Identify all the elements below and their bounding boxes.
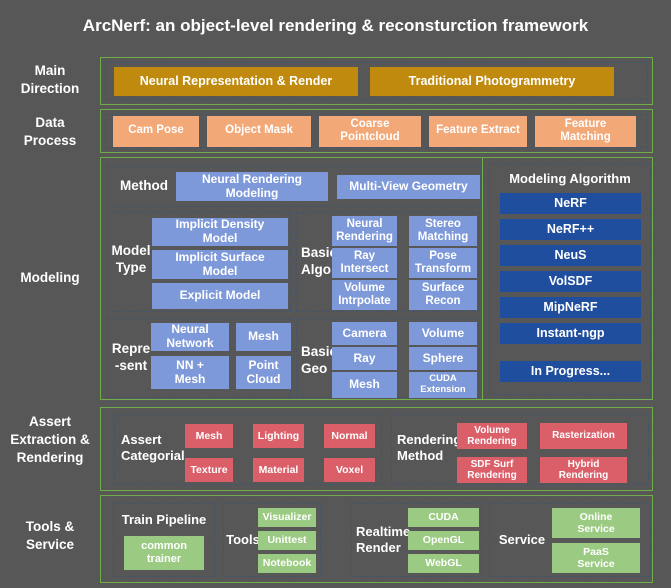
group-label-method: Method	[120, 178, 168, 194]
node-ray-intersect: Ray Intersect	[332, 248, 397, 278]
node-voxel: Voxel	[324, 458, 375, 482]
assert-extraction-section: Assert Categorial Mesh Lighting Normal T…	[100, 407, 653, 491]
main-direction-section: Neural Representation & Render Tradition…	[100, 57, 653, 105]
side-label-modeling: Modeling	[20, 270, 80, 285]
node-cuda-extension: CUDA Extension	[409, 372, 477, 398]
realtime-render-group: Realtime Render CUDA OpenGL WebGL	[351, 503, 482, 577]
node-nerfpp: NeRF++	[500, 219, 641, 240]
node-volume-intrpolate: Volume Intrpolate	[332, 280, 397, 310]
node-coarse-pointcloud: Coarse Pointcloud	[319, 115, 421, 147]
basic-geo-group: Basic Geo Camera Volume Ray Sphere Mesh …	[296, 318, 480, 398]
rendering-method-group: Rendering Method Volume Rendering Raster…	[391, 414, 649, 485]
node-ray: Ray	[332, 347, 397, 370]
node-material: Material	[253, 458, 304, 482]
assert-categorial-group: Assert Categorial Mesh Lighting Normal T…	[114, 414, 382, 485]
diagram-title: ArcNerf: an object-level rendering & rec…	[82, 16, 589, 35]
node-sdf-surf-rendering: SDF Surf Rendering	[457, 457, 527, 483]
model-type-group: Model Type Implicit Density Model Implic…	[107, 212, 291, 312]
node-neural-representation-render: Neural Representation & Render	[114, 66, 358, 96]
node-online-service: Online Service	[552, 508, 640, 538]
group-label-train-pipeline: Train Pipeline	[121, 512, 207, 527]
node-point-cloud: Point Cloud	[236, 356, 291, 389]
group-label-modeling-algorithm: Modeling Algorithm	[509, 171, 631, 186]
group-label-service: Service	[498, 532, 546, 547]
data-process-section: Cam Pose Object Mask Coarse Pointcloud F…	[100, 109, 653, 153]
node-hybrid-rendering: Hybrid Rendering	[540, 457, 627, 483]
node-normal: Normal	[324, 424, 375, 448]
node-implicit-density-model: Implicit Density Model	[152, 217, 288, 246]
node-explicit-model: Explicit Model	[152, 283, 288, 309]
side-label-main-direction: Main Direction	[20, 63, 80, 96]
node-sphere: Sphere	[409, 347, 477, 370]
group-label-assert-categorial: Assert Categorial	[121, 432, 185, 464]
node-instant-ngp: Instant-ngp	[500, 323, 641, 344]
side-label-data-process: Data Process	[23, 115, 77, 148]
node-neural-rendering-modeling: Neural Rendering Modeling	[176, 172, 328, 201]
node-paas-service: PaaS Service	[552, 543, 640, 573]
train-pipeline-group: Train Pipeline common trainer	[113, 503, 215, 577]
node-lighting: Lighting	[253, 424, 304, 448]
node-volume-rendering: Volume Rendering	[457, 423, 527, 449]
node-texture: Texture	[185, 458, 233, 482]
method-group: Method Neural Rendering Modeling Multi-V…	[107, 166, 481, 207]
side-label-tools-service: Tools & Service	[25, 519, 75, 552]
tools-group: Tools Visualizer Unittest Notebook	[223, 503, 321, 577]
node-traditional-photogrammetry: Traditional Photogrammetry	[370, 66, 614, 96]
modeling-divider	[482, 158, 483, 399]
node-nn-mesh: NN + Mesh	[151, 356, 229, 389]
group-label-realtime-render: Realtime Render	[356, 524, 411, 556]
node-nerf: NeRF	[500, 193, 641, 214]
group-label-rendering-method: Rendering Method	[397, 432, 462, 464]
represent-group: Repre -sent Neural Network Mesh NN + Mes…	[107, 318, 291, 398]
group-label-tools: Tools	[226, 532, 260, 547]
node-volume: Volume	[409, 322, 477, 345]
node-mesh-assert: Mesh	[185, 424, 233, 448]
group-label-model-type: Model Type	[111, 243, 151, 275]
node-mesh-geo: Mesh	[332, 372, 397, 398]
node-cuda: CUDA	[408, 508, 479, 527]
node-pose-transform: Pose Transform	[409, 248, 477, 278]
node-feature-matching: Feature Matching	[535, 115, 636, 147]
node-neural-network: Neural Network	[151, 322, 229, 351]
node-object-mask: Object Mask	[207, 115, 311, 147]
node-unittest: Unittest	[258, 531, 316, 550]
node-in-progress: In Progress...	[500, 361, 641, 382]
node-notebook: Notebook	[258, 554, 316, 573]
node-neural-rendering: Neural Rendering	[332, 216, 397, 246]
node-implicit-surface-model: Implicit Surface Model	[152, 250, 288, 279]
node-mesh-represent: Mesh	[236, 323, 291, 351]
modeling-algorithm-group: Modeling Algorithm NeRF NeRF++ NeuS VolS…	[489, 163, 651, 395]
group-label-represent: Repre -sent	[111, 341, 151, 373]
node-opengl: OpenGL	[408, 531, 479, 550]
node-visualizer: Visualizer	[258, 508, 316, 527]
node-camera: Camera	[332, 322, 397, 345]
node-stereo-matching: Stereo Matching	[409, 216, 477, 246]
node-webgl: WebGL	[408, 554, 479, 573]
modeling-section: Method Neural Rendering Modeling Multi-V…	[100, 157, 653, 400]
node-mipnerf: MipNeRF	[500, 297, 641, 318]
node-common-trainer: common trainer	[124, 536, 204, 570]
node-volsdf: VolSDF	[500, 271, 641, 292]
group-label-basic-geo: Basic Geo	[301, 344, 338, 376]
side-label-assert-extraction: Assert Extraction & Rendering	[10, 414, 90, 465]
node-multi-view-geometry: Multi-View Geometry	[337, 174, 480, 199]
service-group: Service Online Service PaaS Service	[489, 503, 651, 577]
node-cam-pose: Cam Pose	[113, 115, 199, 147]
node-neus: NeuS	[500, 245, 641, 266]
node-feature-extract: Feature Extract	[429, 115, 527, 147]
tools-service-section: Train Pipeline common trainer Tools Visu…	[100, 495, 653, 583]
group-label-basic-algo: Basic Algo	[301, 245, 338, 277]
node-rasterization: Rasterization	[540, 423, 627, 449]
basic-algo-group: Basic Algo Neural Rendering Stereo Match…	[296, 212, 480, 312]
node-surface-recon: Surface Recon	[409, 280, 477, 310]
